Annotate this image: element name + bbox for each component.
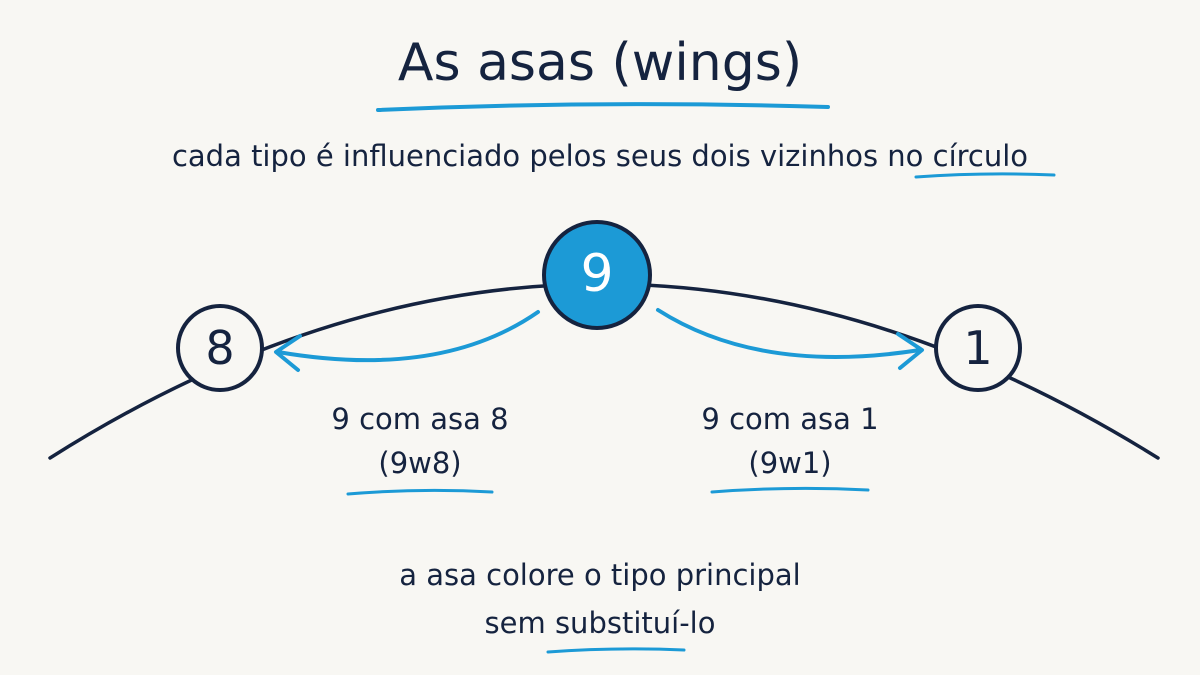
right-wing-arrowhead [896, 332, 924, 370]
right-wing-caption-line1: 9 com asa 1 [701, 402, 879, 436]
node-1-circle [934, 304, 1022, 392]
right-wing-caption-line2: (9w1) [748, 446, 832, 480]
footer-underline [546, 647, 686, 654]
left-wing-label-underline [346, 488, 494, 496]
node-8-circle [176, 304, 264, 392]
footer-line2-prefix: sem [484, 606, 555, 640]
footer-line2: sem substituí-lo [250, 601, 950, 645]
left-wing-arrow [276, 310, 540, 363]
footer-line1: a asa colore o tipo principal [399, 558, 801, 592]
right-wing-label-underline [710, 486, 870, 494]
title-underline [376, 102, 830, 112]
subtitle-underline [914, 172, 1056, 179]
subtitle-highlight: no círculo [887, 139, 1029, 173]
page-title: As asas (wings) [397, 33, 803, 93]
left-wing-arrowhead [274, 334, 302, 372]
node-1-label: 1 [963, 321, 993, 375]
left-wing-caption-line1: 9 com asa 8 [331, 402, 509, 436]
footer-highlight: substituí-lo [554, 606, 716, 640]
node-9-label: 9 [580, 244, 614, 304]
node-9-circle [542, 220, 652, 330]
subtitle-text: cada tipo é influenciado pelos seus dois… [171, 139, 888, 173]
subtitle: cada tipo é influenciado pelos seus dois… [120, 136, 1080, 176]
node-8-label: 8 [205, 321, 235, 375]
left-wing-caption-line2: (9w8) [378, 446, 462, 480]
right-wing-arrow [656, 308, 922, 359]
